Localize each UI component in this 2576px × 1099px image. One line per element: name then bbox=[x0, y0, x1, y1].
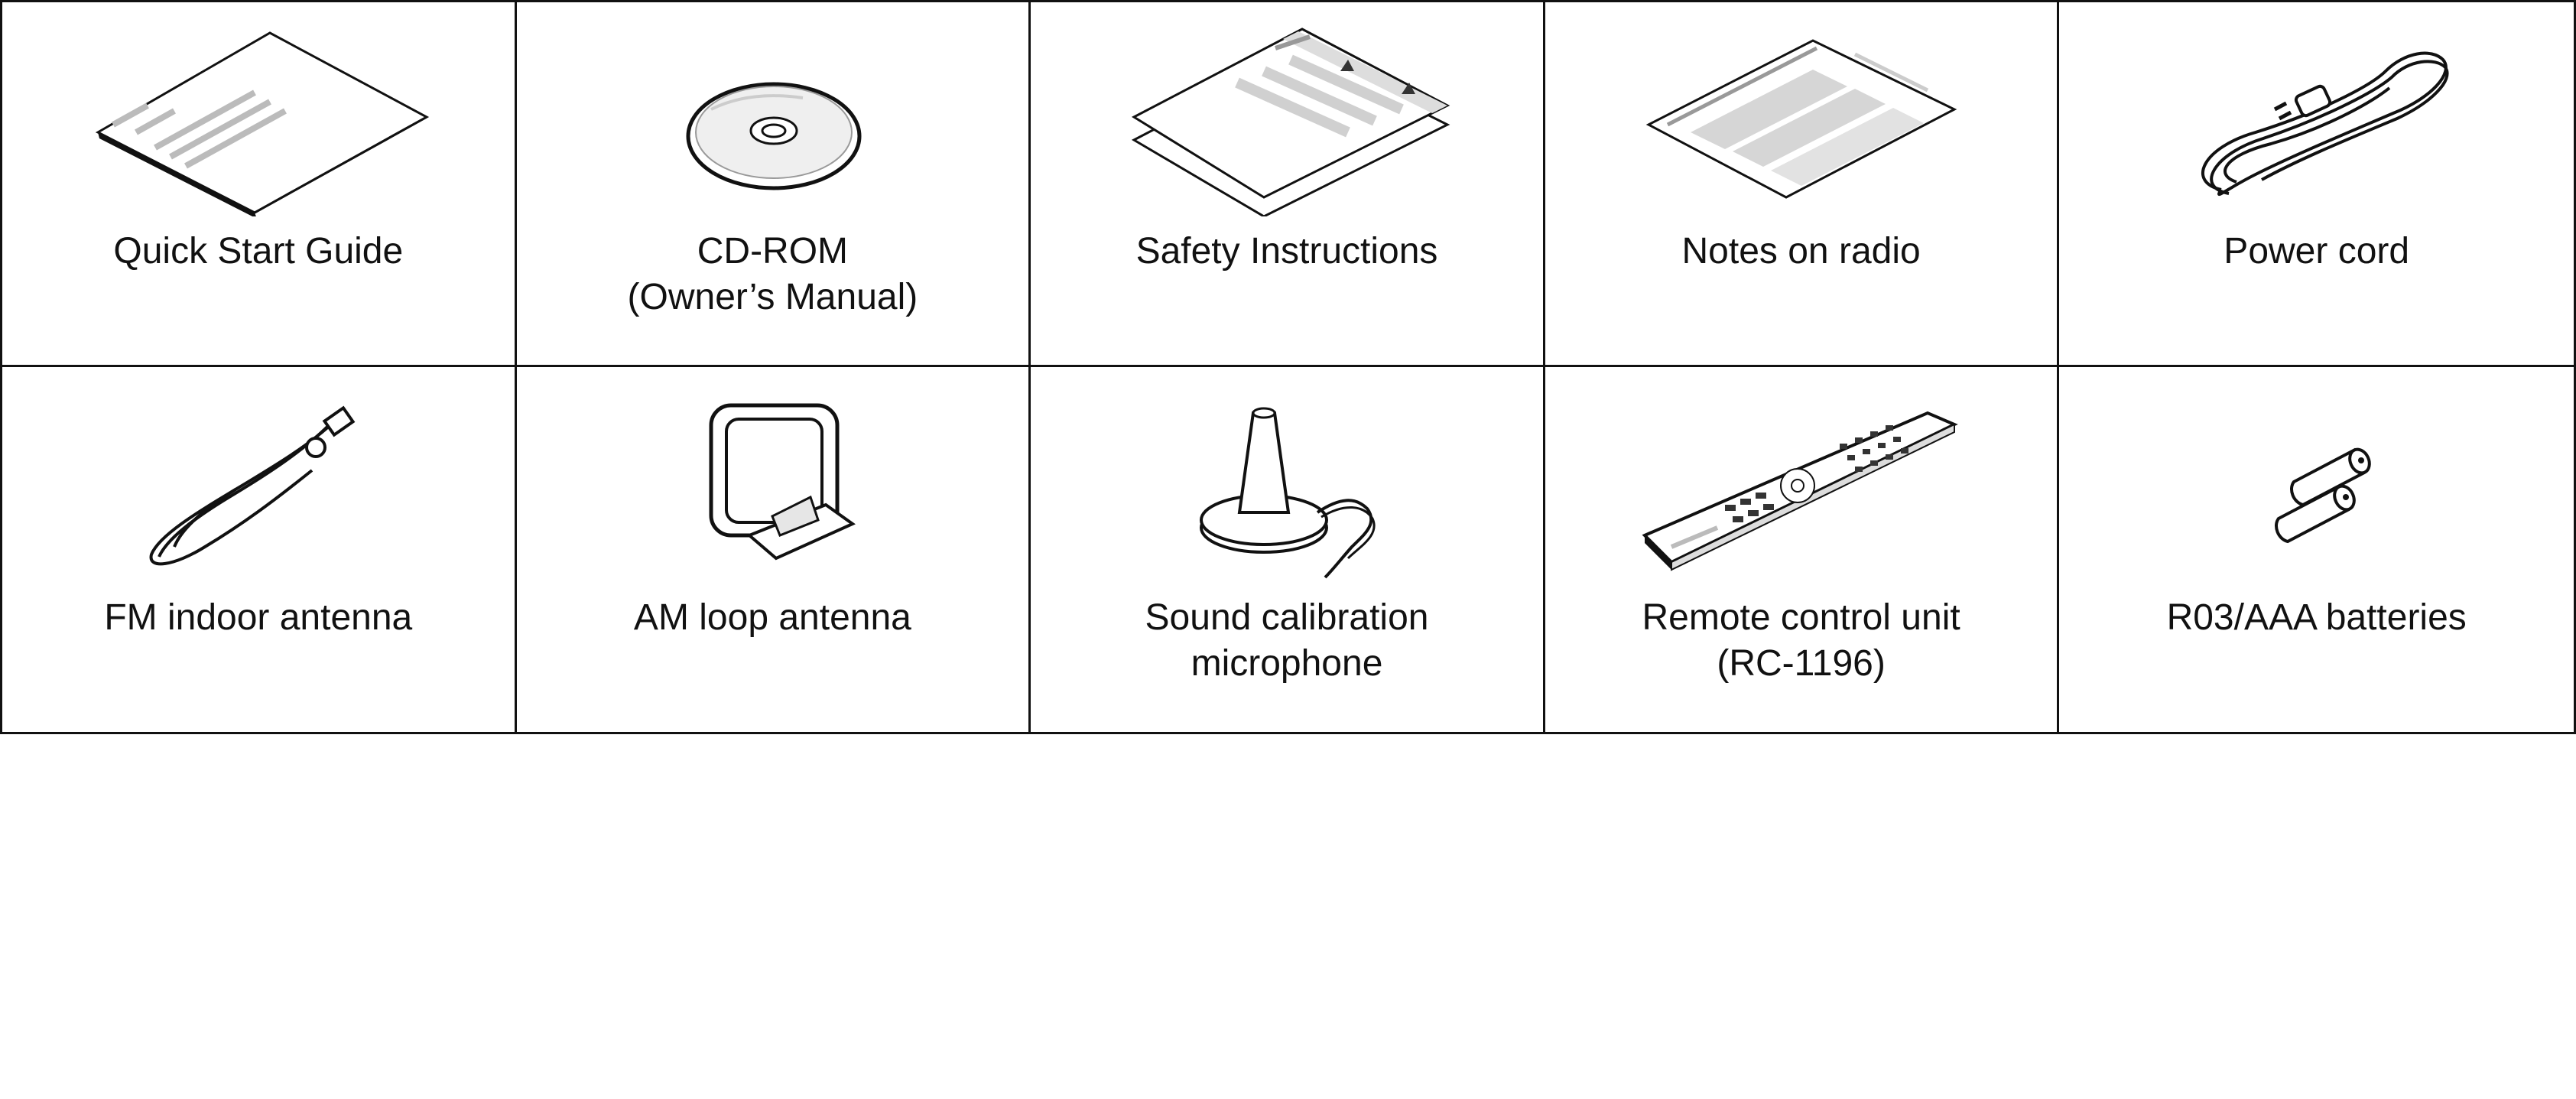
accessory-label: FM indoor antenna bbox=[104, 597, 413, 638]
accessory-cell-remote-control-unit: Remote control unit (RC-1196) bbox=[1545, 367, 2060, 732]
accessories-table: Quick Start Guide CD-ROM (Owner’s Manual… bbox=[0, 0, 2576, 734]
am-loop-antenna-icon bbox=[596, 382, 948, 581]
accessory-label: Notes on radio bbox=[1681, 231, 1921, 271]
safety-instructions-icon bbox=[1111, 18, 1463, 216]
fm-indoor-antenna-icon bbox=[83, 382, 434, 581]
remote-control-unit-icon bbox=[1626, 382, 1977, 581]
accessory-label: Power cord bbox=[2224, 231, 2410, 271]
accessory-cell-safety-instructions: Safety Instructions bbox=[1031, 2, 1545, 367]
batteries-icon bbox=[2141, 382, 2493, 581]
accessory-label: Safety Instructions bbox=[1135, 231, 1438, 271]
power-cord-icon bbox=[2141, 18, 2493, 216]
accessory-cell-am-loop-antenna: AM loop antenna bbox=[517, 367, 1031, 732]
notes-on-radio-icon bbox=[1626, 18, 1977, 216]
accessory-cell-cd-rom: CD-ROM (Owner’s Manual) bbox=[516, 2, 1031, 367]
accessory-label: Quick Start Guide bbox=[113, 231, 404, 271]
accessory-cell-notes-on-radio: Notes on radio bbox=[1545, 2, 2060, 367]
accessory-cell-sound-calibration-microphone: Sound calibration microphone bbox=[1031, 367, 1545, 732]
accessory-cell-batteries: R03/AAA batteries bbox=[2059, 367, 2574, 732]
accessory-label: R03/AAA batteries bbox=[2166, 597, 2467, 638]
accessory-label: Remote control unit (RC-1196) bbox=[1642, 597, 1960, 684]
quick-start-guide-icon bbox=[83, 18, 434, 216]
accessory-label: AM loop antenna bbox=[633, 597, 911, 638]
accessory-cell-fm-indoor-antenna: FM indoor antenna bbox=[2, 367, 517, 732]
accessory-cell-quick-start-guide: Quick Start Guide bbox=[2, 2, 517, 367]
cd-rom-icon bbox=[596, 18, 948, 216]
sound-calibration-microphone-icon bbox=[1111, 382, 1463, 581]
accessory-label: Sound calibration microphone bbox=[1145, 597, 1429, 684]
accessory-label: CD-ROM (Owner’s Manual) bbox=[627, 231, 918, 317]
accessory-cell-power-cord: Power cord bbox=[2059, 2, 2574, 367]
